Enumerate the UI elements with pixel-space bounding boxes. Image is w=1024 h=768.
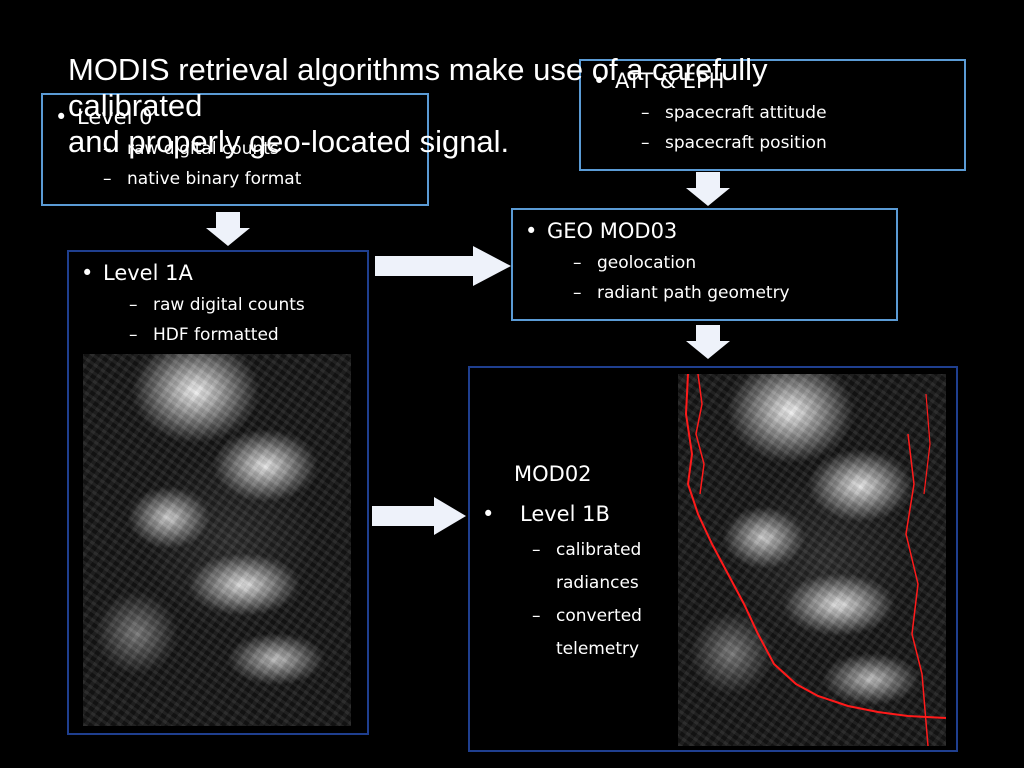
coastline-overlay-icon: [684, 374, 946, 746]
level1a-item-hdf: –HDF formatted: [129, 325, 279, 345]
att-eph-item-position: –spacecraft position: [641, 133, 827, 153]
level1a-box: •Level 1A –raw digital counts –HDF forma…: [67, 250, 369, 735]
geo-item-radiant-path: –radiant path geometry: [573, 283, 790, 303]
satellite-image-geolocated-icon: [678, 374, 946, 746]
level1b-product-label: MOD02: [514, 462, 592, 486]
arrow-down-level0-to-level1a-icon: [206, 212, 250, 246]
arrow-down-geo-to-level1b-icon: [686, 325, 730, 359]
geo-item-geolocation: –geolocation: [573, 253, 697, 273]
level0-heading: •Level 0: [55, 105, 153, 129]
satellite-image-icon: [83, 354, 351, 726]
level1b-box: MOD02 •Level 1B –calibrated radiances –c…: [468, 366, 958, 752]
att-eph-item-attitude: –spacecraft attitude: [641, 103, 827, 123]
level1b-item-radiances: radiances: [556, 573, 639, 593]
level0-box: •Level 0 –raw digital counts –native bin…: [41, 93, 429, 206]
level1b-item-calibrated: –calibrated: [532, 540, 642, 560]
level0-item-raw-counts: –raw digital counts: [103, 139, 279, 159]
att-eph-heading: •ATT & EPH: [593, 69, 725, 93]
level1a-item-raw-counts: –raw digital counts: [129, 295, 305, 315]
slide-title-line-3: and properly geo-located signal.: [68, 124, 510, 159]
slide-title: MODIS retrieval algorithms make use of a…: [68, 52, 868, 160]
level0-item-binary-format: –native binary format: [103, 169, 302, 189]
level1b-heading: •Level 1B: [482, 502, 610, 526]
arrow-down-att-to-geo-icon: [686, 172, 730, 206]
geo-mod03-box: •GEO MOD03 –geolocation –radiant path ge…: [511, 208, 898, 321]
level1b-item-telemetry: telemetry: [556, 639, 640, 659]
level1b-item-converted: –converted: [532, 606, 642, 626]
arrow-right-level1a-to-geo-icon: [375, 246, 511, 286]
att-eph-box: •ATT & EPH –spacecraft attitude –spacecr…: [579, 59, 966, 171]
slide-title-line-2: calibrated: [68, 88, 203, 123]
slide-title-line-1: MODIS retrieval algorithms make use of a…: [68, 52, 768, 87]
level1a-heading: •Level 1A: [81, 261, 193, 285]
geo-mod03-heading: •GEO MOD03: [525, 219, 678, 243]
arrow-right-level1a-to-level1b-icon: [372, 497, 466, 535]
